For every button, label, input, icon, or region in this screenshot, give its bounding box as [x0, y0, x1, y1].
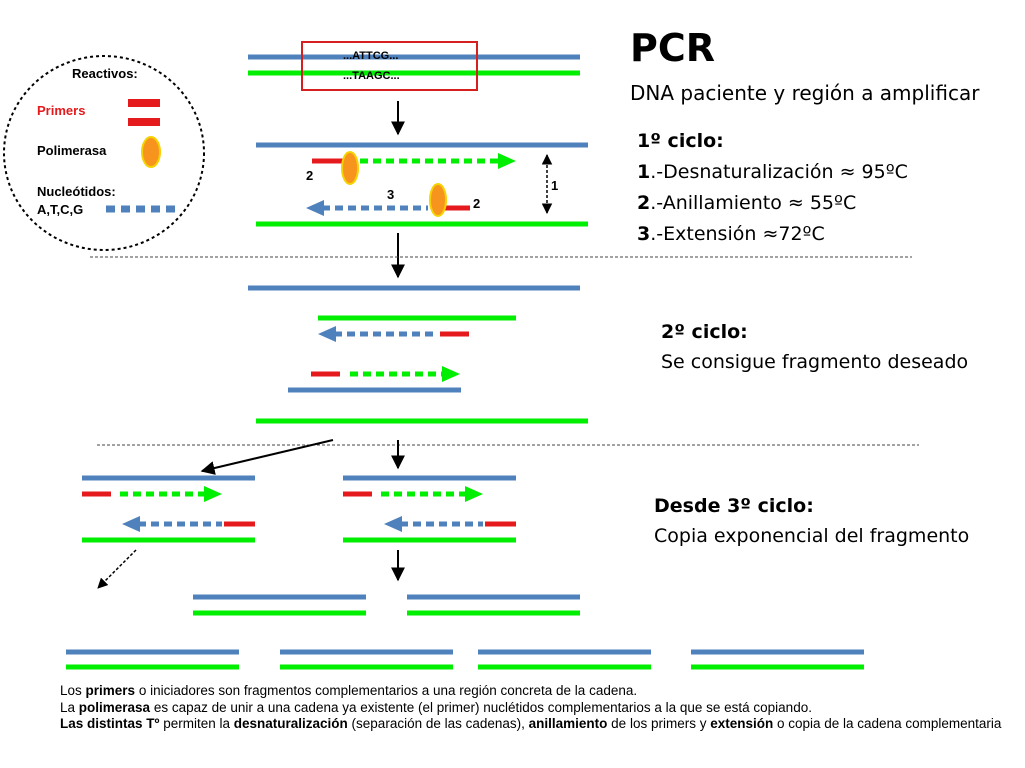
footer-l2-b: polimerasa — [78, 699, 151, 715]
cycle2-heading: 2º ciclo: — [661, 321, 748, 343]
cycle3-left-extension-top-arrowhead — [204, 486, 222, 502]
dna-bottom-sequence: ...TAAGC... — [343, 70, 400, 82]
legend-primer-icon — [128, 99, 160, 126]
reagents-polimerasa-label: Polimerasa — [37, 143, 107, 158]
footer-l2-a: La — [60, 699, 79, 715]
footer-l3-a: Las distintas Tº — [60, 716, 160, 731]
cycle3-heading: Desde 3º ciclo: — [654, 495, 814, 517]
cycle3-text: Copia exponencial del fragmento — [654, 525, 970, 547]
footer-l3-b: permiten la — [159, 716, 234, 731]
mark-one: 1 — [551, 178, 559, 193]
legend-polymerase-icon — [141, 136, 161, 168]
footer-line-2: La polimerasa es capaz de unir a una cad… — [60, 700, 1015, 717]
arrow-dotted-diagonal — [97, 549, 137, 589]
arrow-diagonal-left — [200, 439, 334, 475]
mark-two-left: 2 — [306, 168, 314, 183]
footer-l1-c: o iniciadores son fragmentos complementa… — [135, 683, 638, 698]
cycle1-step-1-num: 1 — [637, 161, 651, 183]
mark-three: 3 — [387, 187, 395, 202]
reagents-circle — [3, 55, 205, 251]
mark-two-right: 2 — [473, 196, 481, 211]
cycle1-polymerase-bottom — [429, 183, 447, 217]
footer-l3-e: anillamiento — [528, 716, 608, 731]
footer-l3-d: (separación de las cadenas), — [347, 716, 529, 731]
reagents-primers-label: Primers — [37, 103, 86, 118]
cycle3-left-extension-bottom-arrowhead — [122, 516, 140, 532]
reagents-nucleotidos-label: Nucleótidos: — [37, 184, 116, 199]
cycle1-step-3-text: .-Extensión ≈72ºC — [650, 223, 825, 245]
cycle2-extension-a-arrowhead — [318, 326, 336, 342]
cycle1-polymerase-top — [341, 151, 359, 185]
footer-l3-c: desnaturalización — [233, 716, 348, 731]
cycle3-right-extension-bottom-arrowhead — [384, 516, 402, 532]
cycle1-extension-bottom-arrowhead — [306, 200, 324, 216]
cycle1-step-3: 3.-Extensión ≈72ºC — [637, 223, 825, 245]
footer-l1-b: primers — [85, 683, 136, 698]
cycle1-step-2: 2.-Anillamiento ≈ 55ºC — [637, 192, 856, 214]
cycle1-step-1: 1.-Desnaturalización ≈ 95ºC — [637, 161, 908, 183]
reagents-heading: Reactivos: — [72, 66, 138, 81]
cycle2-text: Se consigue fragmento deseado — [661, 351, 969, 373]
footer-l1-a: Los — [60, 683, 86, 698]
footer-l2-c: es capaz de unir a una cadena ya existen… — [150, 699, 812, 715]
dna-top-sequence: ...ATTCG... — [343, 50, 399, 62]
cycle1-step-2-text: .-Anillamiento ≈ 55ºC — [650, 192, 857, 214]
cycle1-step-3-num: 3 — [637, 223, 651, 245]
footer-l3-f: de los primers y — [607, 716, 711, 731]
cycle1-step-2-num: 2 — [637, 192, 651, 214]
footer-line-3: Las distintas Tº permiten la desnaturali… — [60, 716, 1015, 733]
footer-notes: Los primers o iniciadores son fragmentos… — [60, 683, 1015, 733]
page-title: PCR — [630, 26, 715, 70]
cycle1-heading: 1º ciclo: — [637, 130, 724, 152]
footer-line-1: Los primers o iniciadores son fragmentos… — [60, 683, 1015, 700]
cycle3-right-extension-top-arrowhead — [465, 486, 483, 502]
target-region-box — [301, 41, 478, 91]
reagents-bases-label: A,T,C,G — [37, 202, 84, 217]
cycle2-extension-b-arrowhead — [442, 366, 460, 382]
page-subtitle: DNA paciente y región a amplificar — [630, 81, 980, 105]
cycle1-extension-top-arrowhead — [498, 153, 516, 169]
footer-l3-g: extensión — [710, 716, 774, 731]
footer-l3-h: o copia de la cadena complementaria — [773, 716, 1002, 731]
cycle1-step-1-text: .-Desnaturalización ≈ 95ºC — [650, 161, 908, 183]
